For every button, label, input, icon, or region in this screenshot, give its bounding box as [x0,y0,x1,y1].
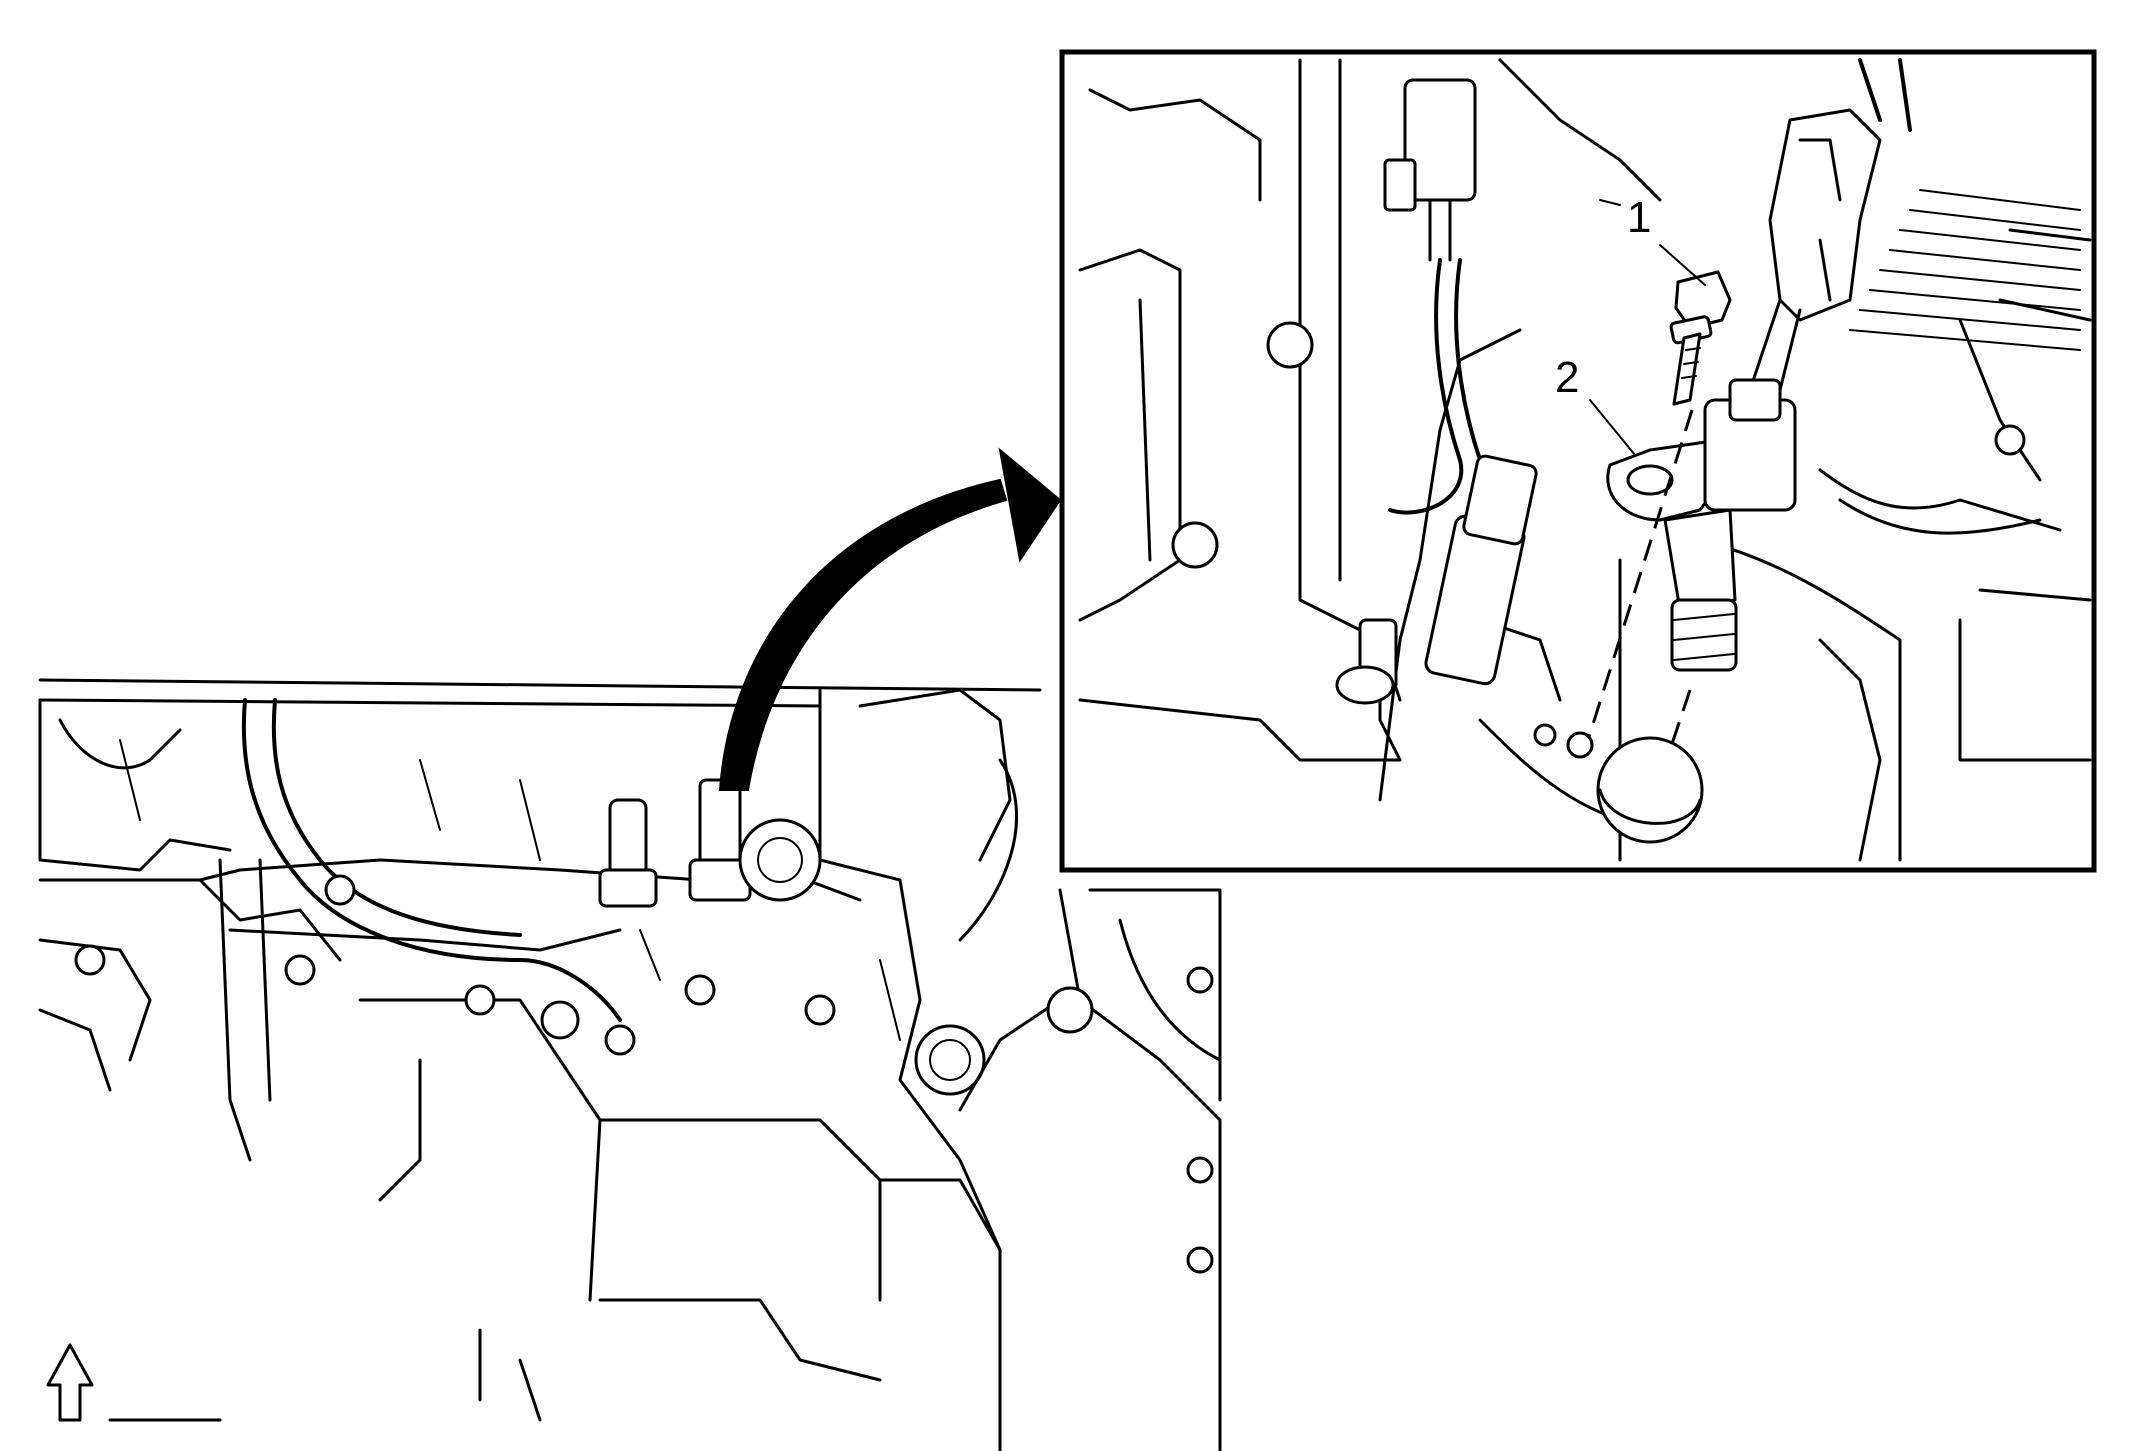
harness-connector-left [1383,78,1482,515]
bolt-alignment-line [1586,409,1694,741]
sensor-bore [1596,736,1704,844]
drive-belt [1849,189,2081,351]
callout-1-leader [1659,244,1706,286]
callout-1: 1 [1627,193,1651,242]
detail-inset: 1 2 [1059,49,2097,873]
up-arrow-icon [46,1343,94,1422]
retaining-bolt [1669,270,1732,406]
curved-arrow-icon [718,447,1062,791]
callout-2: 2 [1555,353,1579,402]
callout-2-leader [1589,399,1636,456]
bolt-hole [1566,731,1594,759]
sensor-body-left [1335,454,1538,762]
engine-overview [38,678,1222,1451]
